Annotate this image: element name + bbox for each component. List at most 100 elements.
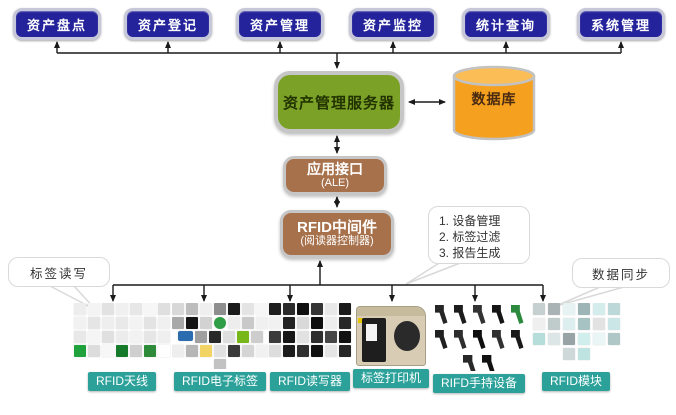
device-group-readers: RFID读写器 bbox=[266, 303, 354, 391]
device-group-printer: 标签打印机 bbox=[350, 303, 432, 388]
device-photo-tile bbox=[88, 331, 100, 343]
gun-photo-tile bbox=[434, 305, 448, 324]
device-photo-tile bbox=[592, 303, 605, 315]
device-photo-tile bbox=[562, 348, 575, 360]
middleware-box: RFID中间件 (阅读器控制器) bbox=[280, 210, 394, 258]
device-photo-tile bbox=[250, 331, 263, 343]
device-photo-tile bbox=[172, 317, 184, 329]
device-photo-tile bbox=[297, 345, 309, 357]
gun-photo-tile bbox=[510, 305, 524, 324]
device-photo-tile bbox=[325, 345, 337, 357]
device-photo-tile bbox=[547, 333, 560, 345]
tag-photos bbox=[172, 303, 268, 369]
device-photo-tile bbox=[228, 345, 240, 357]
device-photo-tile bbox=[339, 345, 351, 357]
device-photo-tile bbox=[102, 345, 114, 357]
device-photo-tile bbox=[592, 318, 605, 330]
device-photo-tile bbox=[116, 345, 128, 357]
device-photo-tile bbox=[562, 333, 575, 345]
device-photo-tile bbox=[297, 303, 309, 315]
middleware-title: RFID中间件 bbox=[297, 219, 377, 236]
middleware-note: 1. 设备管理 2. 标签过滤 3. 报告生成 bbox=[428, 206, 530, 264]
device-photo-tile bbox=[130, 331, 142, 343]
circle-photo-tile bbox=[214, 317, 226, 329]
device-photo-tile bbox=[88, 345, 100, 357]
ale-interface-box: 应用接口 (ALE) bbox=[283, 156, 387, 195]
device-label-antenna: RFID天线 bbox=[88, 372, 156, 391]
device-photo-tile bbox=[339, 331, 351, 343]
gun-photo-tile bbox=[491, 330, 505, 349]
database-label: 数据库 bbox=[471, 91, 517, 107]
device-photo-tile bbox=[547, 303, 560, 315]
device-photo-tile bbox=[130, 317, 142, 329]
device-photo-tile bbox=[311, 303, 323, 315]
device-photo-tile bbox=[102, 317, 114, 329]
device-photo-tile bbox=[214, 359, 226, 369]
note-item-1: 1. 设备管理 bbox=[439, 214, 501, 228]
device-photo-tile bbox=[186, 303, 198, 315]
device-group-tags: RFID电子标签 bbox=[172, 303, 268, 391]
device-photo-tile bbox=[88, 317, 100, 329]
printer-label-roll bbox=[366, 324, 377, 341]
gun-photo-tile bbox=[482, 355, 495, 371]
device-photo-tile bbox=[158, 345, 170, 357]
device-photo-tile bbox=[283, 317, 295, 329]
callout-tag-readwrite: 标签读写 bbox=[8, 257, 110, 287]
device-photo-tile bbox=[269, 331, 281, 343]
device-photo-tile bbox=[144, 345, 156, 357]
device-photo-tile bbox=[186, 345, 198, 357]
gun-photo-tile bbox=[453, 305, 467, 324]
device-photo-tile bbox=[214, 345, 226, 357]
device-photo-tile bbox=[592, 333, 605, 345]
device-photo-tile bbox=[200, 317, 212, 329]
device-photo-tile bbox=[256, 303, 268, 315]
gun-photo-tile bbox=[453, 330, 467, 349]
device-photo-tile bbox=[532, 333, 545, 345]
device-group-modules: RFID模块 bbox=[526, 303, 626, 391]
device-photo-tile bbox=[144, 317, 156, 329]
device-photo-tile bbox=[116, 303, 128, 315]
device-photo-tile bbox=[158, 317, 170, 329]
module-system-manage: 系统管理 bbox=[577, 8, 665, 40]
device-photo-tile bbox=[102, 303, 114, 315]
device-photo-tile bbox=[269, 303, 281, 315]
device-photo-tile bbox=[236, 331, 249, 343]
device-photo-tile bbox=[256, 345, 268, 357]
device-photo-tile bbox=[283, 345, 295, 357]
card-photo-tile bbox=[177, 331, 193, 341]
device-photo-tile bbox=[144, 331, 156, 343]
device-photo-tile bbox=[297, 317, 309, 329]
device-photo-tile bbox=[607, 303, 620, 315]
device-label-handhelds: RIFD手持设备 bbox=[433, 374, 525, 393]
device-photo-tile bbox=[562, 303, 575, 315]
device-photo-tile bbox=[577, 318, 590, 330]
module-photos bbox=[526, 303, 626, 369]
device-photo-tile bbox=[242, 345, 254, 357]
device-photo-tile bbox=[214, 303, 226, 315]
device-photo-tile bbox=[311, 331, 323, 343]
note-item-2: 2. 标签过滤 bbox=[439, 230, 501, 244]
note-item-3: 3. 报告生成 bbox=[439, 246, 501, 260]
module-asset-inventory: 资产盘点 bbox=[13, 8, 101, 40]
device-photo-tile bbox=[311, 317, 323, 329]
ale-title: 应用接口 bbox=[307, 160, 363, 177]
printer-top bbox=[357, 307, 425, 316]
device-photo-tile bbox=[339, 317, 351, 329]
device-photo-tile bbox=[339, 303, 351, 315]
device-photo-tile bbox=[74, 331, 86, 343]
device-photo-tile bbox=[158, 303, 170, 315]
device-photo-tile bbox=[74, 303, 86, 315]
device-photo-tile bbox=[532, 318, 545, 330]
device-photo-tile bbox=[228, 317, 240, 329]
device-photo-tile bbox=[208, 331, 221, 343]
device-photo-tile bbox=[116, 331, 128, 343]
device-photo-tile bbox=[186, 317, 198, 329]
device-photo-tile bbox=[532, 303, 545, 315]
gun-photo-tile bbox=[510, 330, 524, 349]
device-photo-tile bbox=[228, 303, 240, 315]
antenna-photos bbox=[72, 303, 172, 369]
device-label-tags: RFID电子标签 bbox=[174, 372, 266, 391]
device-label-readers: RFID读写器 bbox=[270, 372, 350, 391]
device-photo-tile bbox=[194, 331, 207, 343]
device-photo-tile bbox=[562, 318, 575, 330]
